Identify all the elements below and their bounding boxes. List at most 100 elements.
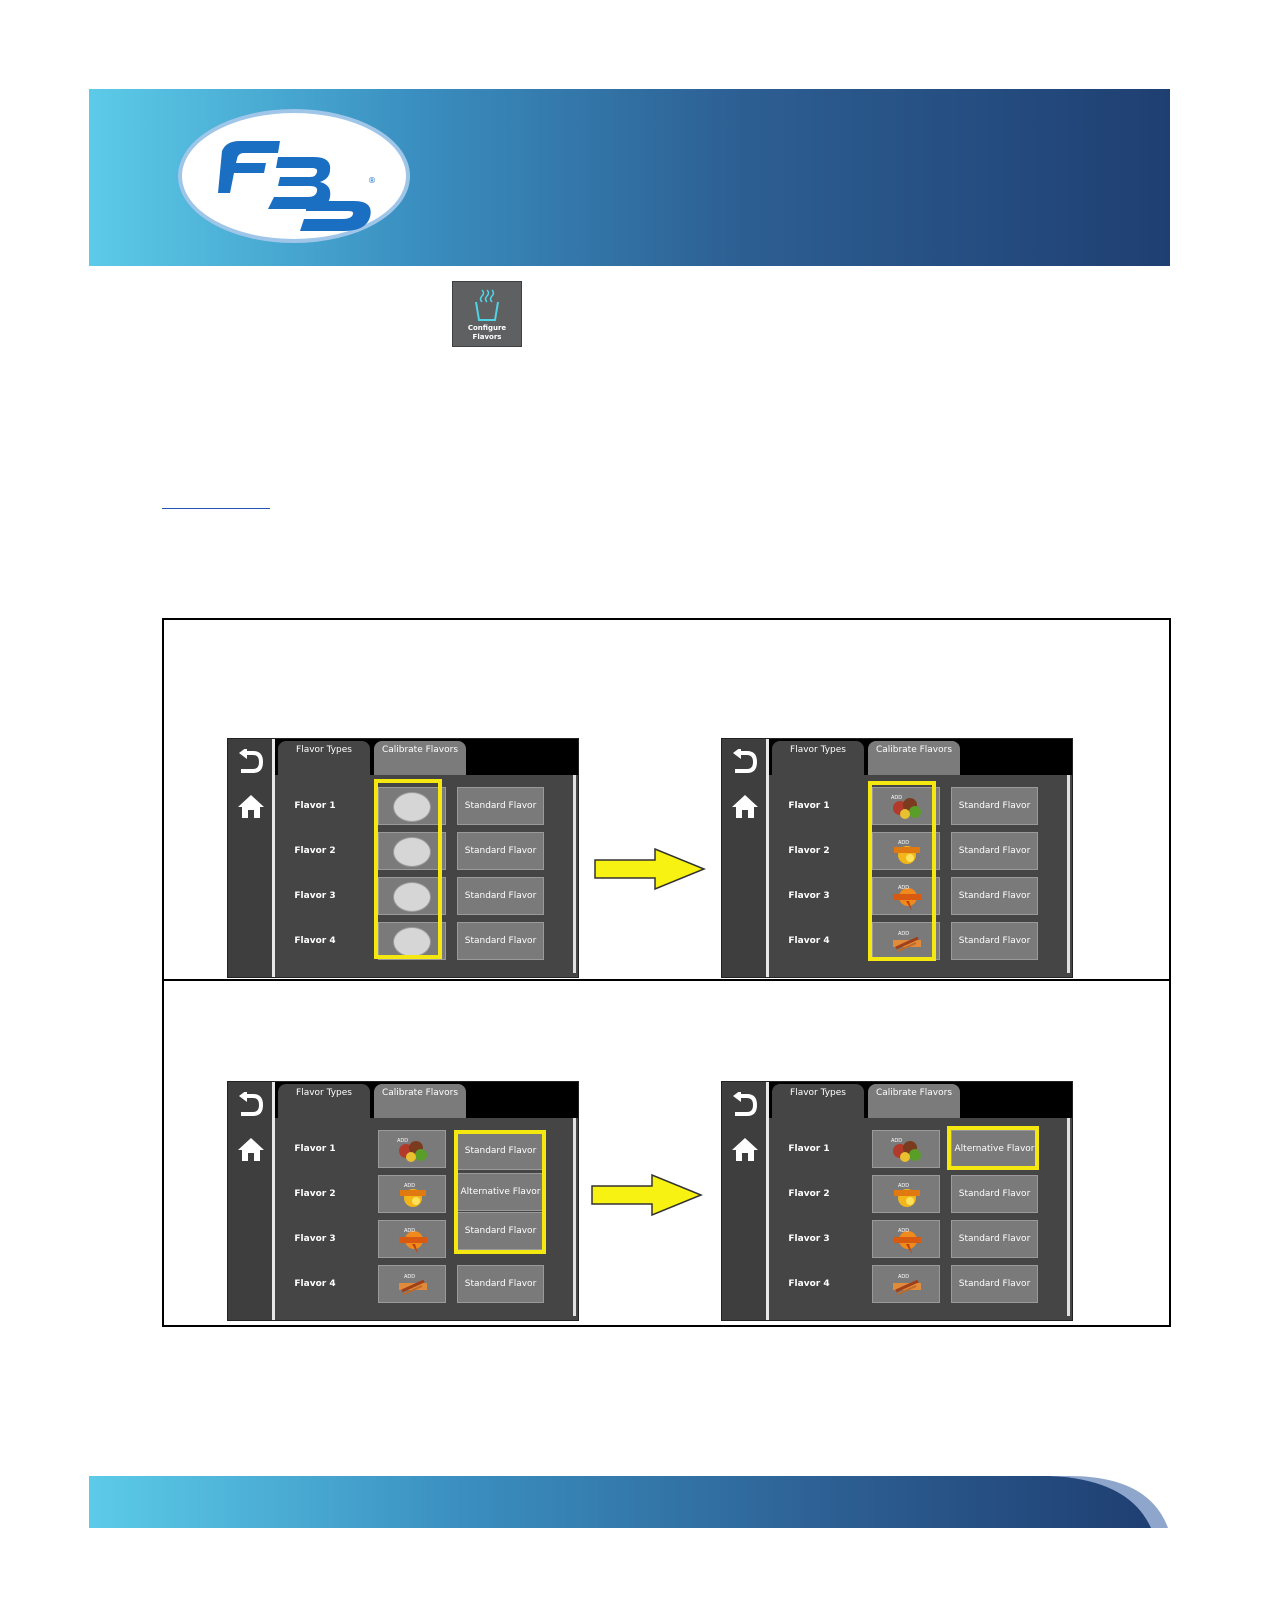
empty-flavor-icon <box>393 882 431 912</box>
flavor-icon-button[interactable] <box>378 877 446 915</box>
empty-flavor-icon <box>393 837 431 867</box>
home-icon[interactable] <box>731 793 759 819</box>
orange-flavor-logo-icon: ADD <box>893 885 921 911</box>
flavor-type-button[interactable]: Standard Flavor <box>951 1175 1038 1213</box>
flavor-label: Flavor 3 <box>788 891 830 901</box>
cinnamon-flavor-logo-icon: ADD <box>893 931 921 952</box>
tab-flavor-types[interactable]: Flavor Types <box>772 1084 864 1118</box>
flavor-icon-button[interactable]: ADD <box>378 1220 446 1258</box>
flavor-icon-button[interactable] <box>378 787 446 825</box>
flavor-type-option-standard[interactable]: Standard Flavor <box>457 1212 544 1250</box>
highlight-box <box>454 1130 546 1254</box>
logo-add-text: ADD <box>404 1228 415 1234</box>
tab-flavor-types[interactable]: Flavor Types <box>278 1084 370 1118</box>
flavor-type-button[interactable]: Standard Flavor <box>951 922 1038 960</box>
flavor-type-button[interactable]: Standard Flavor <box>457 787 544 825</box>
flavor-type-button[interactable]: Standard Flavor <box>951 832 1038 870</box>
empty-flavor-icon <box>393 927 431 957</box>
flavor-icon-button[interactable]: ADD <box>872 877 940 915</box>
flavor-icon-button[interactable]: ADD <box>378 1265 446 1303</box>
tab-bar: Flavor Types Calibrate Flavors <box>275 1082 578 1118</box>
flavor-type-button[interactable]: Alternative Flavor <box>951 1130 1038 1168</box>
tab-flavor-types[interactable]: Flavor Types <box>772 741 864 775</box>
logo-add-text: ADD <box>898 931 909 937</box>
flavor-type-button[interactable]: Standard Flavor <box>951 787 1038 825</box>
lemon-flavor-logo-icon: ADD <box>894 1183 920 1207</box>
flavor-type-option-standard[interactable]: Standard Flavor <box>457 1132 544 1170</box>
tab-calibrate-flavors[interactable]: Calibrate Flavors <box>868 741 960 775</box>
logo-add-text: ADD <box>898 885 909 891</box>
flavor-type-button[interactable]: Standard Flavor <box>457 832 544 870</box>
side-nav <box>722 739 769 977</box>
flavor-icon-button[interactable]: ADD <box>378 1175 446 1213</box>
footer-band <box>89 1476 1168 1528</box>
flavor-icon-button[interactable]: ADD <box>378 1130 446 1168</box>
flavor-label: Flavor 2 <box>788 1189 830 1199</box>
back-arrow-icon[interactable] <box>237 1092 263 1120</box>
fruit-flavor-logo-icon: ADD <box>891 795 921 819</box>
flavor-icon-button[interactable] <box>378 922 446 960</box>
tab-bar: Flavor Types Calibrate Flavors <box>275 739 578 775</box>
orange-flavor-logo-icon: ADD <box>399 1228 427 1254</box>
back-arrow-icon[interactable] <box>731 749 757 777</box>
back-arrow-icon[interactable] <box>237 749 263 777</box>
illustration-frame: Flavor Types Calibrate Flavors Flavor 1 … <box>162 618 1171 1327</box>
fruit-flavor-logo-icon: ADD <box>397 1138 427 1162</box>
registered-mark: ® <box>368 176 376 185</box>
screen-after-icons: Flavor Types Calibrate Flavors Flavor 1 … <box>721 738 1073 978</box>
tab-calibrate-flavors[interactable]: Calibrate Flavors <box>374 1084 466 1118</box>
orange-flavor-logo-icon: ADD <box>893 1228 921 1254</box>
logo-add-text: ADD <box>891 795 902 801</box>
flavor-type-button[interactable]: Standard Flavor <box>457 1265 544 1303</box>
scrollbar[interactable] <box>1067 775 1070 973</box>
flavor-icon-button[interactable]: ADD <box>872 1130 940 1168</box>
flavor-label: Flavor 3 <box>788 1234 830 1244</box>
configure-flavors-icon: Configure Flavors <box>452 281 522 347</box>
tab-flavor-types[interactable]: Flavor Types <box>278 741 370 775</box>
side-nav <box>722 1082 769 1320</box>
flavor-icon-button[interactable]: ADD <box>872 832 940 870</box>
flavor-type-button[interactable]: Standard Flavor <box>457 877 544 915</box>
logo-add-text: ADD <box>404 1183 415 1189</box>
scrollbar[interactable] <box>1067 1118 1070 1316</box>
flavor-label: Flavor 1 <box>788 1144 830 1154</box>
home-icon[interactable] <box>731 1136 759 1162</box>
tab-calibrate-flavors[interactable]: Calibrate Flavors <box>868 1084 960 1118</box>
flavor-icon-button[interactable]: ADD <box>872 787 940 825</box>
flavor-type-option-alternative[interactable]: Alternative Flavor <box>457 1173 544 1211</box>
flavor-label: Flavor 4 <box>294 1279 336 1289</box>
logo-add-text: ADD <box>898 840 909 846</box>
right-arrow-icon <box>591 1174 703 1216</box>
lemon-flavor-logo-icon: ADD <box>400 1183 426 1207</box>
company-logo: ® <box>178 109 410 243</box>
flavor-type-button[interactable]: Standard Flavor <box>951 1220 1038 1258</box>
flavor-icon-button[interactable] <box>378 832 446 870</box>
header-banner: ® <box>89 89 1170 266</box>
scrollbar[interactable] <box>573 1118 576 1316</box>
flavor-icon-button[interactable]: ADD <box>872 1175 940 1213</box>
screen-alternative-selected: Flavor Types Calibrate Flavors Flavor 1 … <box>721 1081 1073 1321</box>
highlight-box <box>868 781 936 961</box>
flavor-icon-button[interactable]: ADD <box>872 922 940 960</box>
flavor-label: Flavor 4 <box>294 936 336 946</box>
flavor-type-button[interactable]: Standard Flavor <box>457 922 544 960</box>
flavor-label: Flavor 2 <box>294 846 336 856</box>
home-icon[interactable] <box>237 793 265 819</box>
lemon-flavor-logo-icon: ADD <box>894 840 920 864</box>
scrollbar[interactable] <box>573 775 576 973</box>
tab-calibrate-flavors[interactable]: Calibrate Flavors <box>374 741 466 775</box>
flavor-type-button[interactable]: Standard Flavor <box>951 877 1038 915</box>
hyperlink-underline[interactable] <box>162 508 270 509</box>
home-icon[interactable] <box>237 1136 265 1162</box>
back-arrow-icon[interactable] <box>731 1092 757 1120</box>
flavor-label: Flavor 2 <box>788 846 830 856</box>
logo-add-text: ADD <box>397 1138 408 1144</box>
flavor-icon-button[interactable]: ADD <box>872 1265 940 1303</box>
cinnamon-flavor-logo-icon: ADD <box>893 1274 921 1295</box>
screen-flavor-type-menu: Flavor Types Calibrate Flavors Flavor 1 … <box>227 1081 579 1321</box>
flavor-icon-button[interactable]: ADD <box>872 1220 940 1258</box>
flavor-label: Flavor 1 <box>294 801 336 811</box>
screen-before-icons: Flavor Types Calibrate Flavors Flavor 1 … <box>227 738 579 978</box>
flavor-label: Flavor 3 <box>294 1234 336 1244</box>
flavor-type-button[interactable]: Standard Flavor <box>951 1265 1038 1303</box>
